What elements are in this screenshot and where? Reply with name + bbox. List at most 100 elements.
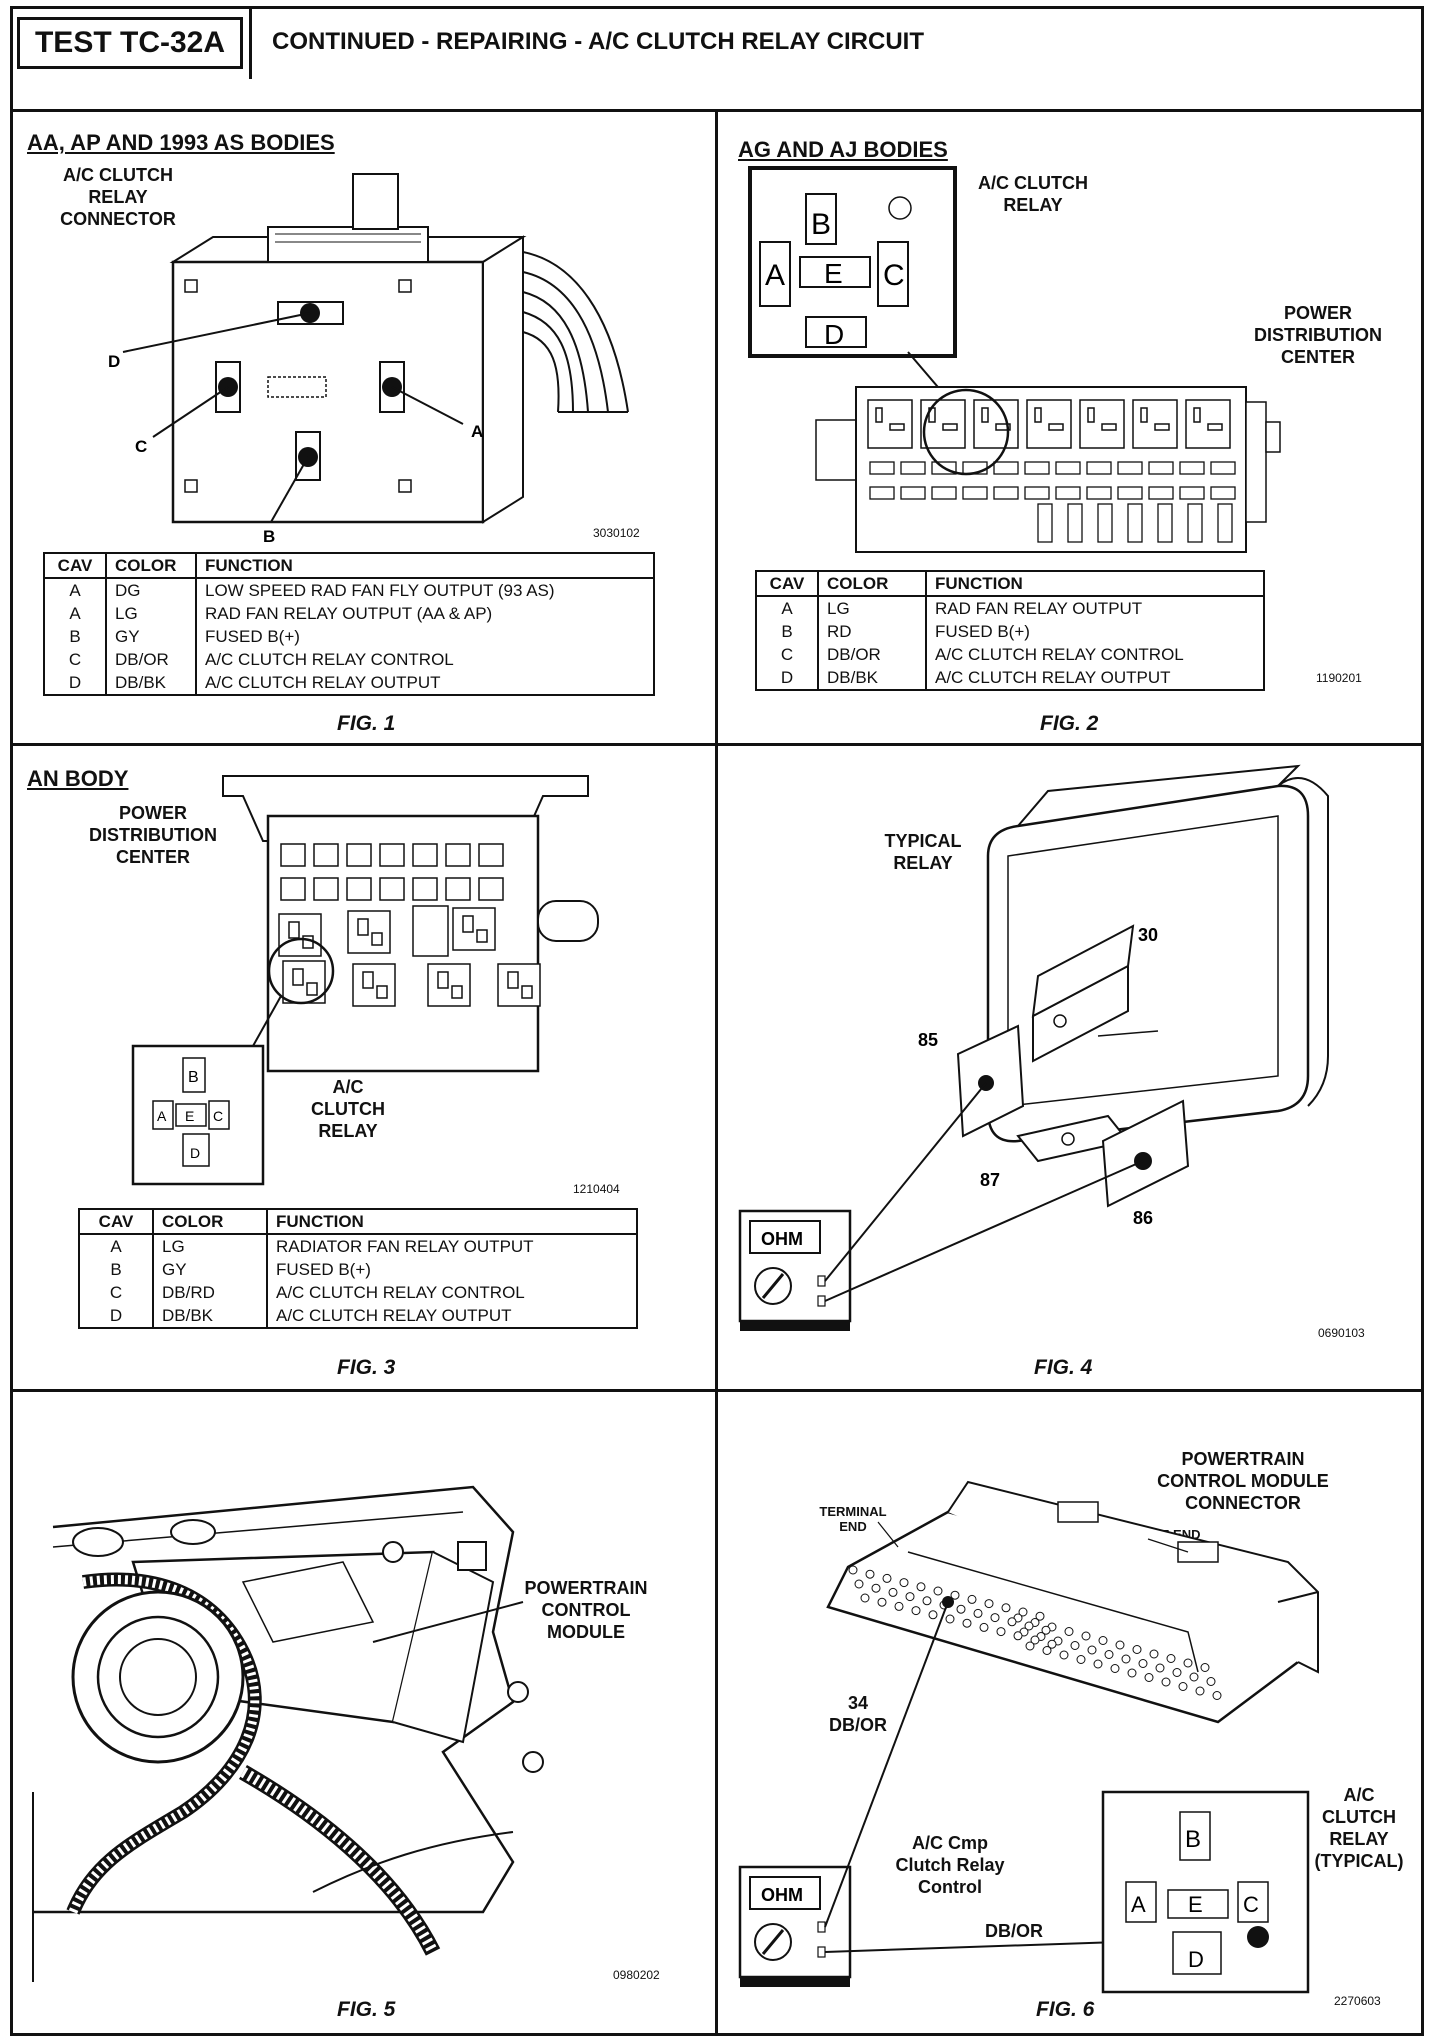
fig6-pin-d: D xyxy=(1188,1947,1204,1972)
fig6-connector-pin xyxy=(871,1583,881,1593)
fig3-relay-terminal xyxy=(437,971,449,989)
fig3-relay-terminal xyxy=(521,985,533,999)
fig6-connector-pin xyxy=(1025,1641,1035,1651)
fig2-th-function: FUNCTION xyxy=(925,571,1264,597)
fig6-connector-pin xyxy=(928,1610,938,1620)
fig3-pdc-relay xyxy=(352,963,396,1007)
fig2-title: AG AND AJ BODIES xyxy=(738,137,948,162)
fig2-relay-terminal xyxy=(889,423,905,431)
fig1-pin-c: C xyxy=(135,437,147,456)
fig6-connector-pin xyxy=(1098,1636,1108,1645)
fig2-pdc-maxifuse xyxy=(1187,503,1203,543)
fig3-pdc-relay xyxy=(497,963,541,1007)
fig3-caption: FIG. 3 xyxy=(337,1356,396,1379)
fig4-relay-drawing: OHM 30 85 87 86 xyxy=(738,764,1329,1331)
fig2-cell-color: DB/OR xyxy=(817,643,926,666)
fig6-connector-pin xyxy=(996,1627,1006,1637)
fig6-connector-pin xyxy=(1166,1654,1176,1663)
fig2-pdc-fuse xyxy=(993,461,1019,475)
fig2-pdc-maxifuse xyxy=(1127,503,1143,543)
fig2-relay-terminal xyxy=(875,407,883,423)
fig1-cell-function: RAD FAN RELAY OUTPUT (AA & AP) xyxy=(195,602,654,625)
fig3-pdc-label: POWER DISTRIBUTION CENTER xyxy=(89,803,217,867)
fig2-pdc-drawing: B A E C D xyxy=(748,166,1281,553)
fig5-engine-drawing xyxy=(32,1485,544,1982)
fig2-pdc-fuse xyxy=(1055,461,1081,475)
page-header: TEST TC-32A CONTINUED - REPAIRING - A/C … xyxy=(13,9,1421,112)
fig2-pdc-fuse xyxy=(869,486,895,500)
fig3-pdc-fuse xyxy=(445,843,471,867)
fig2-cell-cav: D xyxy=(780,668,794,687)
fig6-connector-pin xyxy=(1138,1659,1148,1668)
fig3-th-cav: CAV xyxy=(79,1209,153,1235)
fig2-relay-terminal xyxy=(1154,423,1170,431)
fig2-pdc-fuse xyxy=(900,461,926,475)
fig6-connector-pin xyxy=(854,1579,864,1589)
fig6-connector-pin xyxy=(1195,1686,1205,1696)
fig6-connector-pin xyxy=(1076,1655,1086,1664)
fig3-pdc-fuse xyxy=(412,877,438,901)
fig6-connector-pin xyxy=(1127,1668,1137,1678)
fig6-connector-pin xyxy=(1121,1654,1131,1664)
fig2-pin-e: E xyxy=(824,258,843,289)
fig3-pdc-relay xyxy=(427,963,471,1007)
fig2-relay-terminal xyxy=(1207,423,1223,431)
fig2-relay-terminal xyxy=(1034,407,1042,423)
fig3-cell-color: LG xyxy=(152,1234,267,1258)
fig5-caption: FIG. 5 xyxy=(337,1998,396,2021)
fig3-pdc-relay xyxy=(452,907,496,951)
fig6-connector-pin xyxy=(1081,1631,1091,1641)
fig3-relay-terminal xyxy=(376,985,388,999)
fig1-cell-function: A/C CLUTCH RELAY OUTPUT xyxy=(195,671,654,695)
fig3-relay-terminal xyxy=(462,915,474,933)
fig2-pdc-maxifuse xyxy=(1037,503,1053,543)
test-id: TEST TC-32A xyxy=(17,17,243,69)
figure-2-panel: AG AND AJ BODIES A/C CLUTCH RELAY POWER … xyxy=(718,112,1424,743)
fig6-pin-e: E xyxy=(1188,1892,1203,1917)
fig6-connector-pin xyxy=(973,1608,983,1618)
fig6-connector-pin xyxy=(894,1601,904,1611)
fig6-connector-pin xyxy=(1047,1639,1057,1649)
fig1-cell-function: LOW SPEED RAD FAN FLY OUTPUT (93 AS) xyxy=(195,578,654,602)
fig2-pdc-fuse xyxy=(1179,486,1205,500)
fig1-cell-color: LG xyxy=(105,602,196,625)
fig2-pdc-fuse xyxy=(1024,461,1050,475)
fig2-pdc-maxifuse xyxy=(1157,503,1173,543)
fig3-relay-terminal xyxy=(451,985,463,999)
fig2-code: 1190201 xyxy=(1316,671,1362,685)
fig1-cell-color: GY xyxy=(105,625,196,648)
fig6-connector-pin xyxy=(1172,1668,1182,1677)
fig6-connector-pin xyxy=(1042,1646,1052,1655)
fig6-connector-pin xyxy=(933,1586,943,1596)
fig3-relay-terminal xyxy=(288,921,300,939)
fig3-pdc-fuse xyxy=(478,877,504,901)
fig2-pdc-fuse xyxy=(1117,461,1143,475)
fig2-pdc-fuse xyxy=(1148,486,1174,500)
fig3-cell-cav: B xyxy=(110,1260,122,1279)
grid-divider-row1 xyxy=(13,743,1421,746)
fig3-relay-terminal xyxy=(292,968,304,986)
fig4-code: 0690103 xyxy=(1318,1326,1365,1340)
fig2-pdc-fuse xyxy=(1086,486,1112,500)
fig6-relay-label: A/C CLUTCH RELAY (TYPICAL) xyxy=(1314,1785,1404,1871)
fig6-connector-pin xyxy=(1035,1611,1045,1621)
fig6-connector-pin xyxy=(911,1606,921,1616)
fig3-cell-function: A/C CLUTCH RELAY CONTROL xyxy=(266,1281,637,1304)
fig3-cell-color: DB/RD xyxy=(152,1281,267,1304)
fig6-connector-pin xyxy=(956,1604,966,1614)
fig1-pin-d: D xyxy=(108,352,120,371)
fig3-pdc-fuse xyxy=(280,843,306,867)
fig6-terminal-end-label: TERMINAL END xyxy=(819,1504,887,1534)
fig6-connector-pin xyxy=(1013,1631,1023,1641)
fig6-code: 2270603 xyxy=(1334,1994,1381,2008)
fig1-cell-color: DB/OR xyxy=(105,648,196,671)
fig6-pin-c: C xyxy=(1243,1892,1259,1917)
fig3-relay-terminal xyxy=(371,932,383,946)
fig6-connector-pin xyxy=(1178,1682,1188,1691)
figure-3-panel: AN BODY POWER DISTRIBUTION CENTER A/C CL… xyxy=(13,746,715,1389)
fig6-probe-label: A/C Cmp Clutch Relay Control xyxy=(895,1833,1005,1897)
fig3-pin-b: B xyxy=(188,1069,199,1086)
